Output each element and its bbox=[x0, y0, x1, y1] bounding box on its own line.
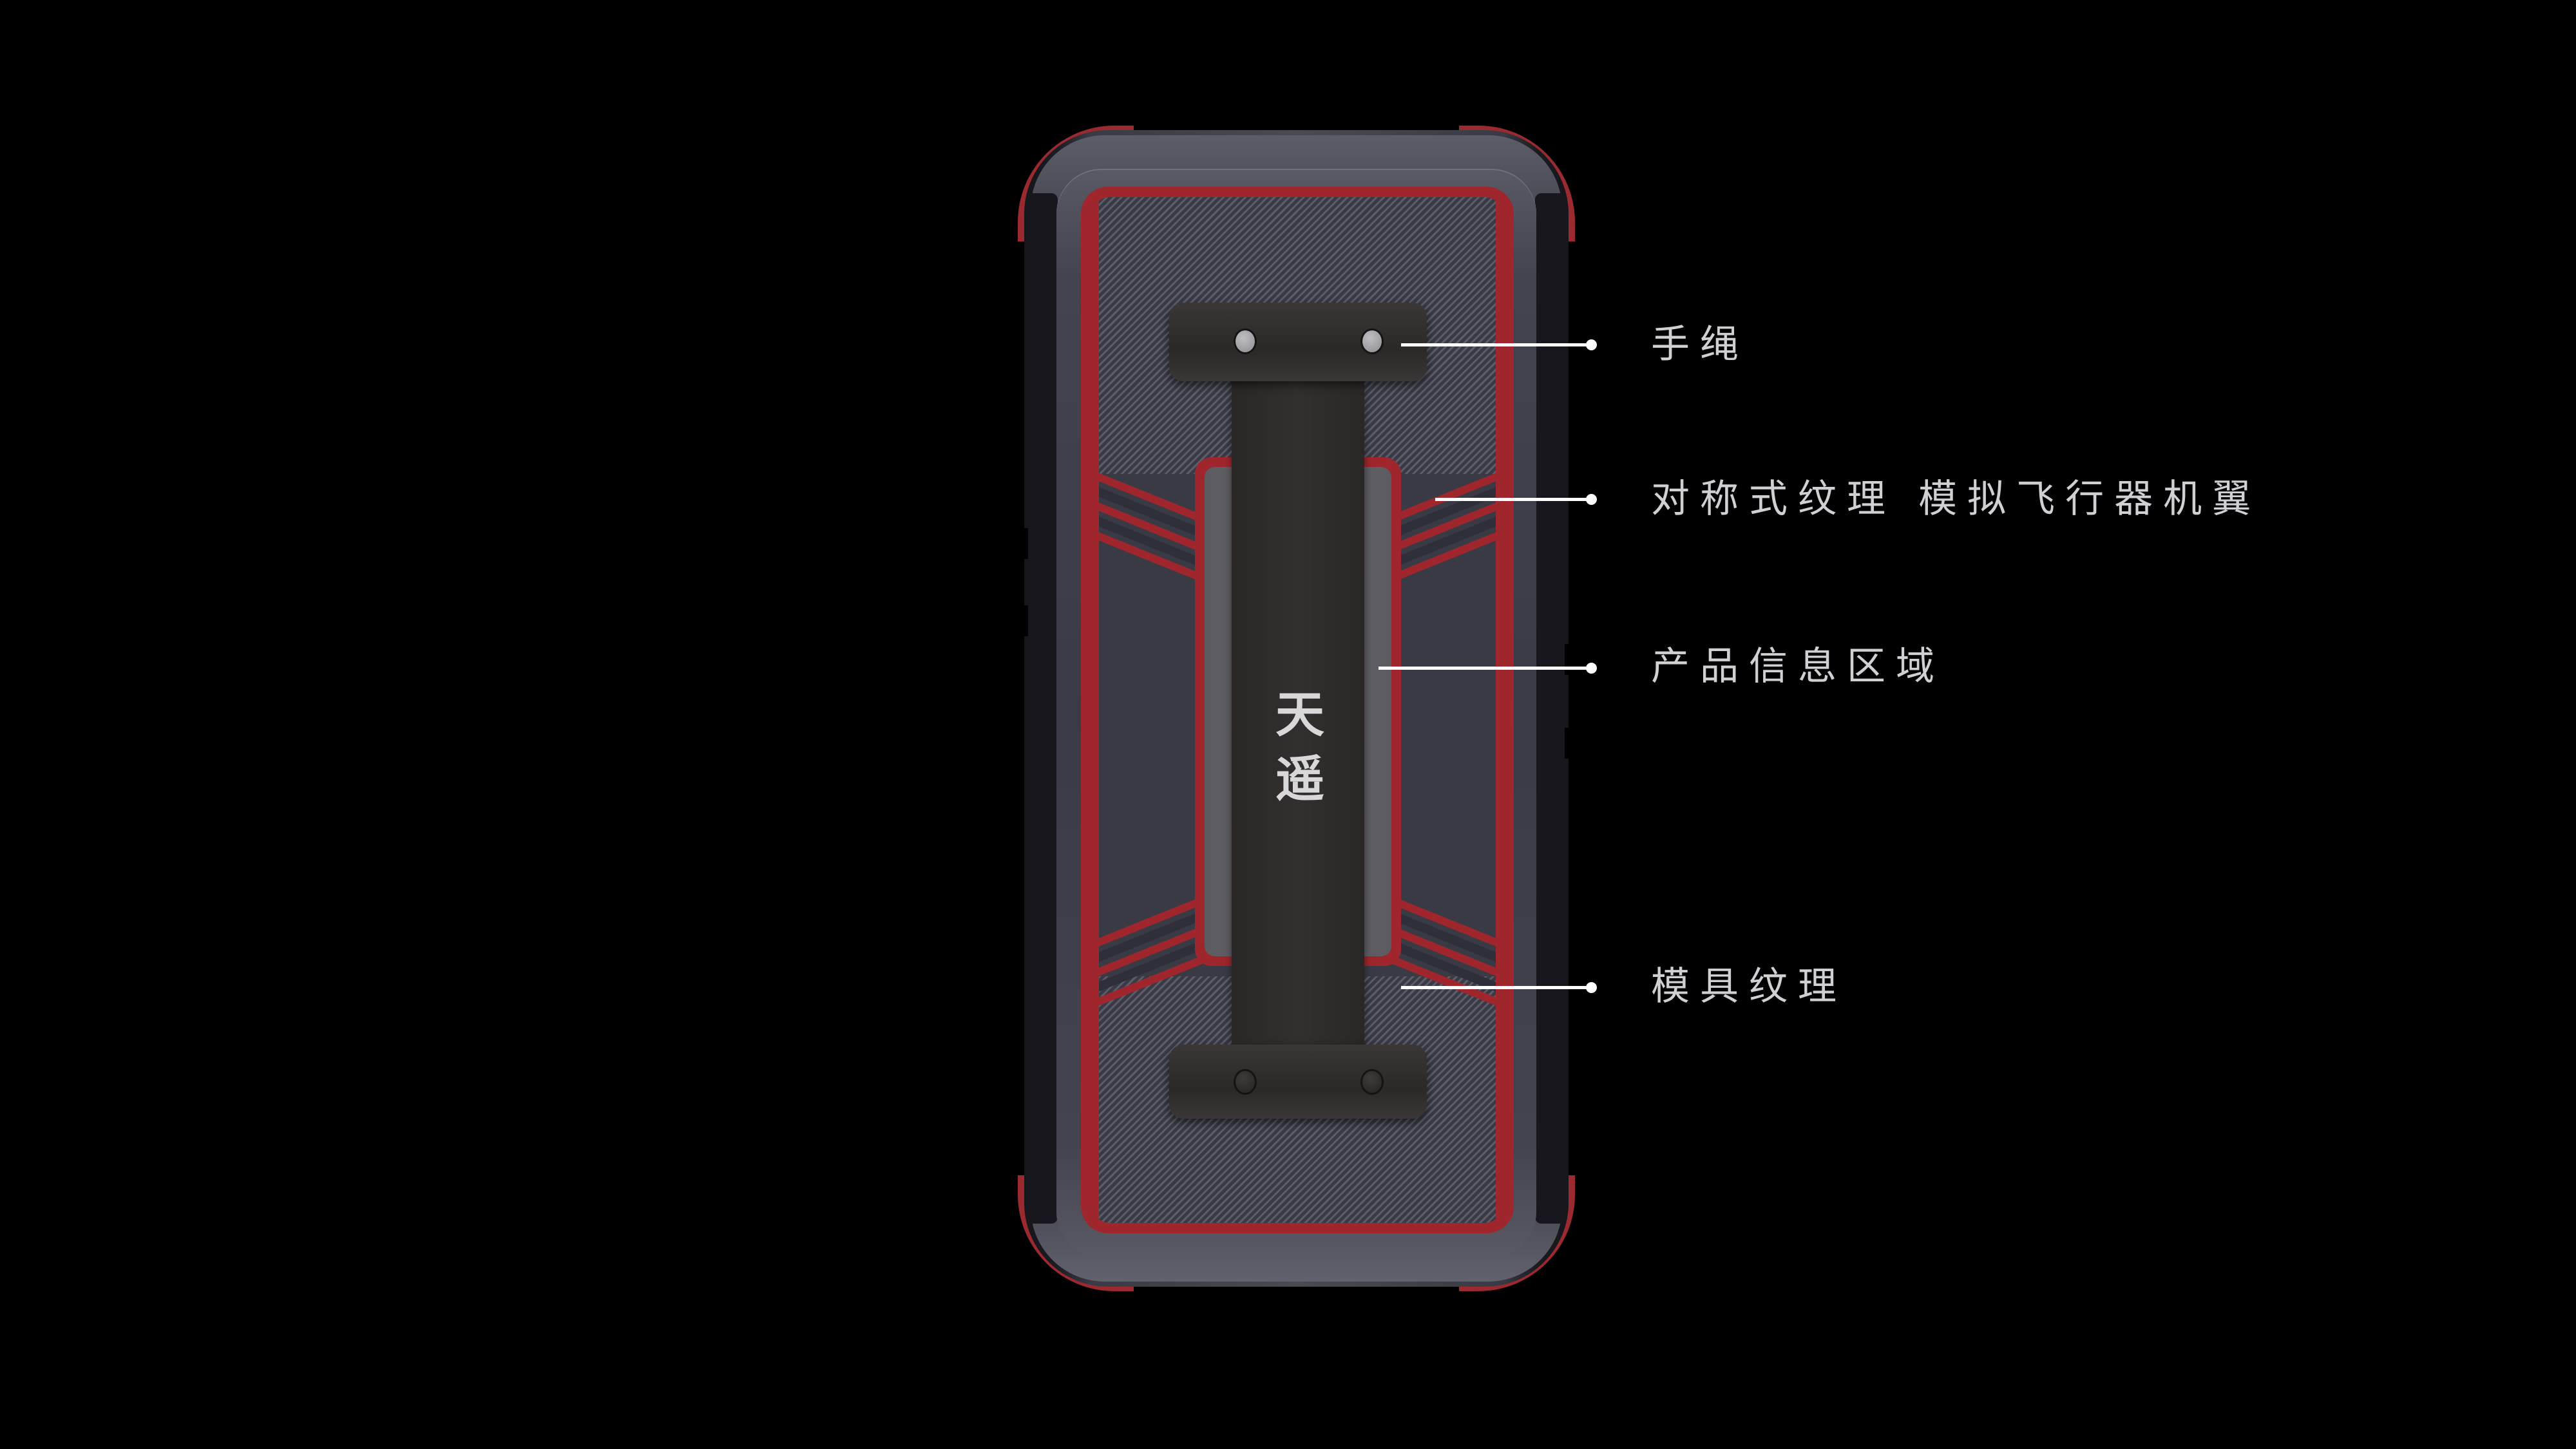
rivet-icon bbox=[1360, 1069, 1384, 1095]
rivet-icon bbox=[1234, 1069, 1257, 1095]
leader-dot-icon bbox=[1586, 494, 1597, 505]
leader-dot-icon bbox=[1586, 663, 1597, 674]
rivet-icon bbox=[1360, 328, 1384, 354]
side-button-notch bbox=[1565, 728, 1569, 759]
side-notch bbox=[1024, 605, 1028, 636]
leader-dot-icon bbox=[1586, 339, 1597, 350]
red-rail-right bbox=[1496, 197, 1503, 1223]
leader-line bbox=[1379, 667, 1591, 670]
leader-line bbox=[1401, 986, 1591, 989]
leader-line bbox=[1435, 498, 1591, 501]
callout-label: 对称式纹理 模拟飞行器机翼 bbox=[1651, 477, 2262, 522]
leader-dot-icon bbox=[1586, 982, 1597, 993]
case-side-left bbox=[1024, 193, 1058, 1224]
hand-strap-top-mount bbox=[1169, 303, 1427, 381]
callout-label: 模具纹理 bbox=[1651, 964, 1847, 1009]
rivet-icon bbox=[1234, 328, 1257, 354]
side-button-notch bbox=[1565, 644, 1569, 675]
case-side-right bbox=[1535, 193, 1569, 1224]
callout-label: 产品信息区域 bbox=[1651, 644, 1945, 689]
hand-strap-bottom-mount bbox=[1169, 1045, 1427, 1119]
hand-strap-band bbox=[1232, 361, 1364, 1063]
brand-logo: 天遥 bbox=[1275, 686, 1324, 808]
red-rail-left bbox=[1091, 197, 1099, 1223]
callout-label: 手绳 bbox=[1651, 322, 1749, 367]
leader-line bbox=[1401, 343, 1591, 346]
side-notch bbox=[1024, 528, 1028, 559]
